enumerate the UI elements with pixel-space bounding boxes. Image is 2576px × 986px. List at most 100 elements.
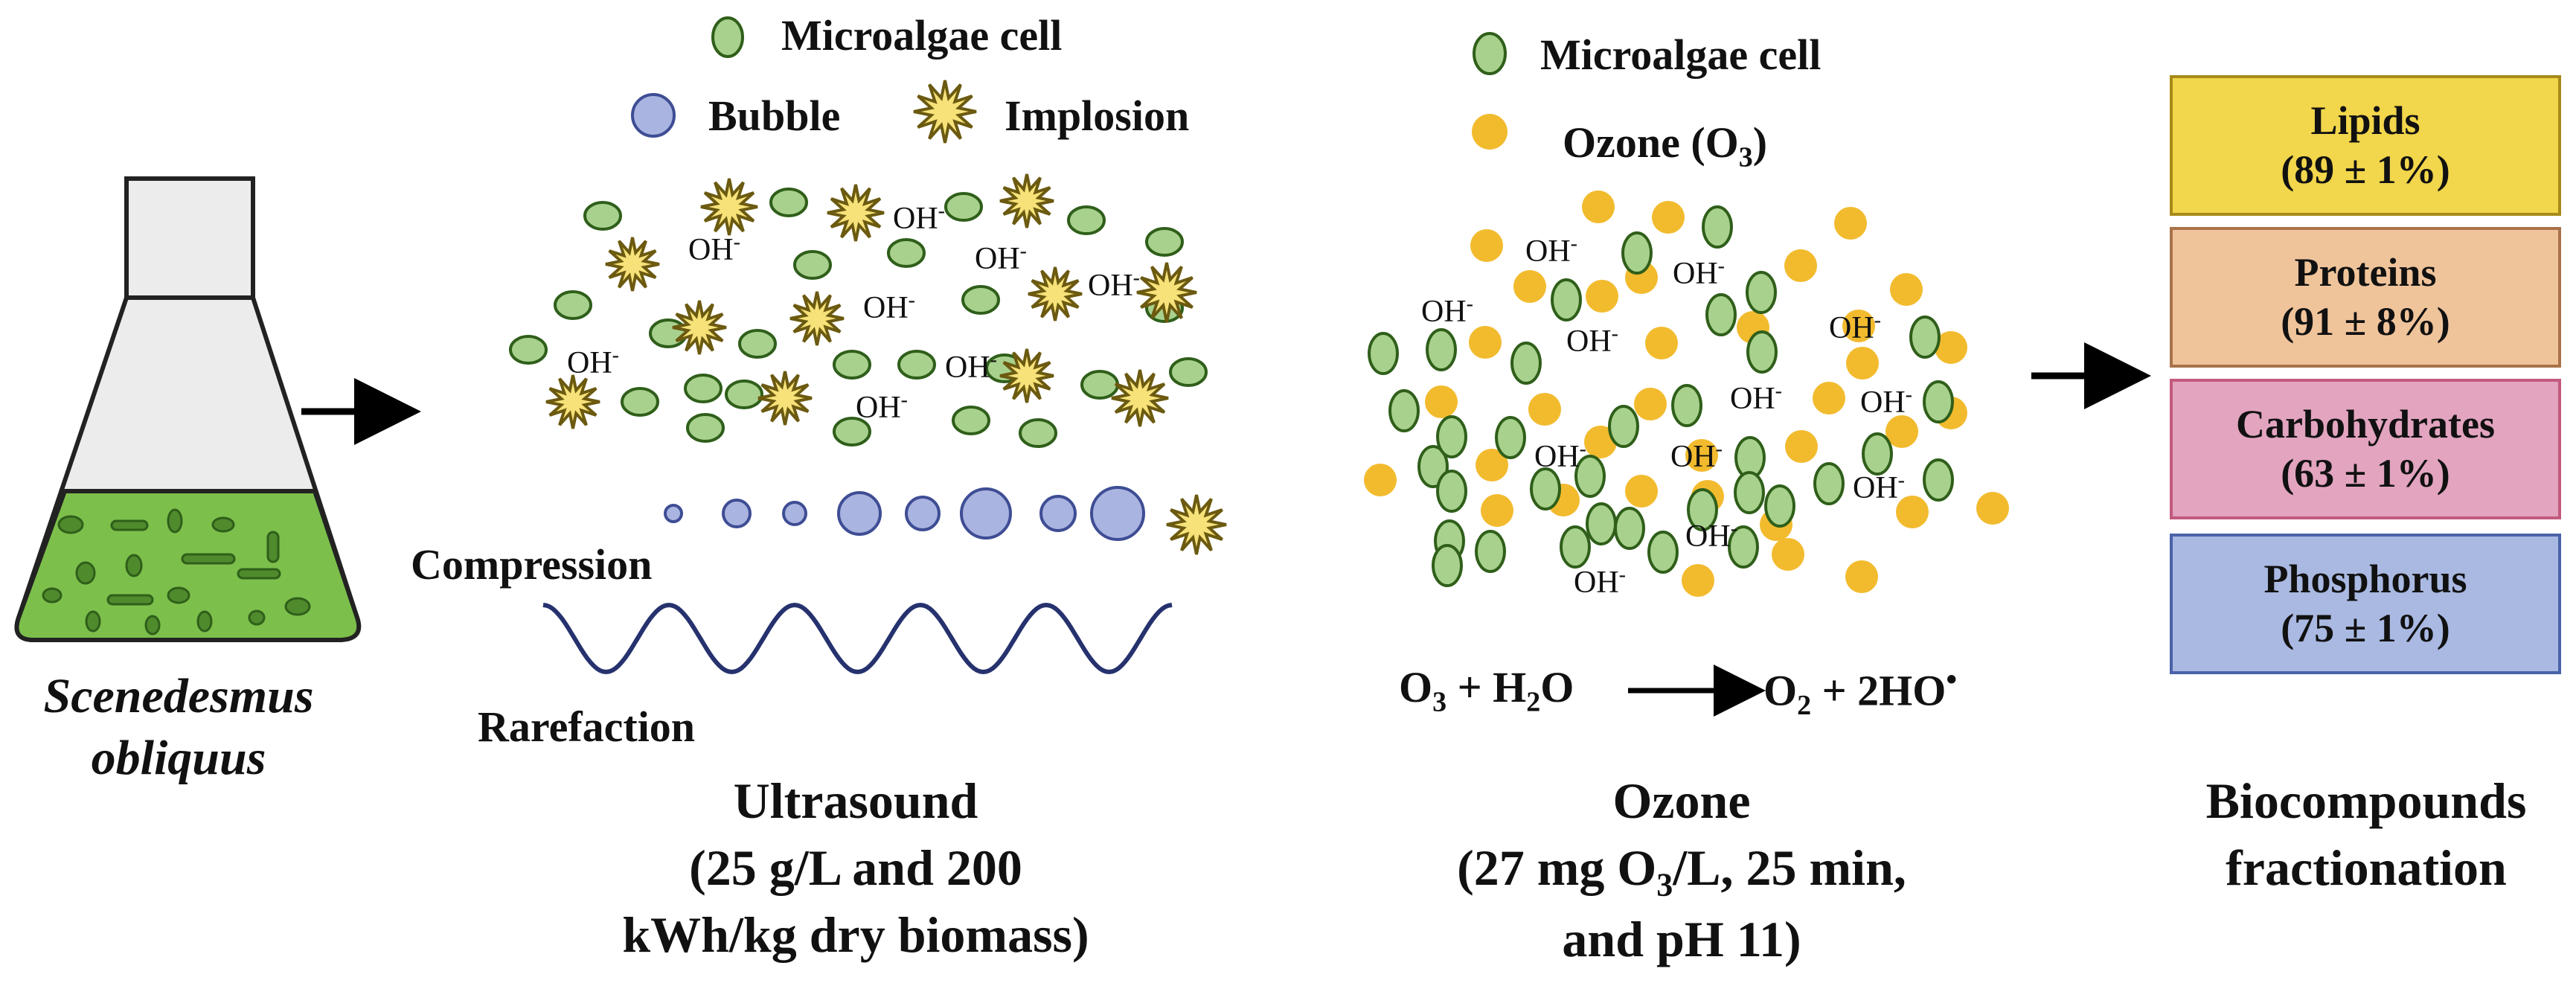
radical-label: OH- (1730, 380, 1782, 416)
microalgae-cell (887, 238, 926, 268)
microalgae-cell (1734, 471, 1765, 514)
implosion-icon (999, 173, 1054, 228)
phosphorus-box (2170, 534, 2561, 674)
microalgae-cell (1705, 293, 1737, 336)
microalgae-cell (833, 350, 871, 380)
microalgae-cell (961, 285, 1000, 315)
rarefaction-label: Rarefaction (478, 702, 696, 751)
microalgae-cell (1510, 342, 1542, 385)
microalgae-cell (1923, 380, 1954, 423)
ozone-molecule (1470, 229, 1503, 262)
microalgae-cell (1909, 316, 1941, 359)
implosion-icon (545, 374, 600, 429)
legend-ozone-label: Ozone (O3) (1563, 118, 1768, 173)
ozone-molecule (1976, 492, 2009, 525)
results-title-1: Biocompounds (2205, 772, 2527, 829)
radical-label: OH- (1673, 254, 1725, 291)
microalgae-cell (1432, 544, 1463, 587)
microalgae-cell (1436, 415, 1467, 458)
ozone-molecule (1685, 439, 1718, 472)
legend-cell-icon-ozone (1473, 32, 1507, 75)
microalgae-cell (1586, 502, 1617, 545)
ozone-molecule (1772, 538, 1804, 571)
compression-label: Compression (411, 540, 653, 589)
microalgae-cell (583, 201, 622, 231)
microalgae-cell (1388, 389, 1420, 432)
ozone-molecules (1364, 191, 2009, 597)
radical-label: OH- (1829, 309, 1881, 345)
implosion-icon (700, 178, 758, 236)
microalgae-cell (1495, 416, 1526, 459)
radical-label: OH- (1685, 517, 1737, 554)
result-value: (91 ± 8%) (2281, 298, 2450, 344)
implosion-icon (1028, 266, 1083, 321)
microalgae-cell (1671, 384, 1702, 427)
flask (14, 176, 362, 642)
radical-label: OH- (1566, 322, 1618, 359)
microalgae-cell (738, 329, 777, 359)
implosion-icon (913, 80, 977, 144)
ozone-molecule (1785, 430, 1818, 463)
ozone-molecule (1845, 560, 1878, 593)
microalgae-cell (509, 335, 548, 365)
microalgae-cell (833, 417, 871, 446)
flask-medium (14, 489, 362, 642)
ozone-molecule (1364, 464, 1397, 496)
microalgae-cell (1764, 484, 1795, 528)
microalgae-cell (1019, 418, 1057, 448)
microalgae-cell (1608, 405, 1639, 448)
ozone-molecule (1625, 475, 1658, 508)
result-value: (63 ± 1%) (2281, 450, 2450, 496)
microalgae-cell (1475, 530, 1506, 573)
ultrasound-implosions (545, 173, 1197, 429)
ozone-molecule (1586, 280, 1618, 313)
legend-cell-icon (711, 16, 744, 58)
microalgae-cell (952, 406, 990, 435)
ozone-molecule (1834, 207, 1867, 240)
ozone-molecule (1634, 388, 1667, 420)
microalgae-cell (1530, 467, 1561, 510)
ozone-caption: Ozone (27 mg O3/L, 25 min, and pH 11) (1377, 768, 1987, 973)
species-line-1: Scenedesmus (43, 669, 314, 723)
microalgae-cell (1746, 271, 1777, 314)
legend-implosion-label: Implosion (1005, 92, 1190, 140)
ozone-molecule (1896, 496, 1929, 528)
microalgae-cell (1746, 330, 1778, 374)
microalgae-cell (1368, 332, 1399, 375)
microalgae-cell (649, 318, 688, 348)
microalgae-cell (1067, 205, 1106, 235)
radical-label: OH- (893, 199, 945, 236)
ozone-molecule (1513, 270, 1546, 303)
microalgae-cell (1169, 357, 1208, 387)
legend-cell-label-ozone: Microalgae cell (1540, 31, 1822, 79)
ozone-molecule (1846, 347, 1879, 380)
implosion-icon (757, 371, 813, 426)
sound-wave (542, 602, 1173, 675)
implosion-icon (1166, 494, 1227, 555)
ozone-conditions-2: and pH 11) (1562, 911, 1801, 968)
legend-implosion-icon (913, 80, 977, 144)
implosion-icon (605, 237, 660, 292)
microalgae-cell (897, 350, 936, 380)
ozone-molecule (1476, 449, 1508, 481)
ozone-molecule (1652, 201, 1685, 234)
radical-label: OH- (856, 388, 908, 425)
ozone-molecule (1469, 326, 1502, 359)
microalgae-cell (725, 380, 763, 409)
ozone-molecule (1425, 385, 1458, 418)
result-carbohydrates: Carbohydrates (63 ± 1%) (2171, 380, 2560, 518)
microalgae-cell (1426, 328, 1457, 371)
ozone-molecule (1481, 494, 1513, 527)
proteins-box (2170, 227, 2561, 368)
legend-ozone-icon (1472, 114, 1508, 150)
ozone-molecule (1528, 393, 1561, 426)
species-line-2: obliquus (91, 730, 266, 785)
radical-label: OH- (1525, 232, 1577, 269)
microalgae-cell (1647, 531, 1679, 574)
microalgae-cell (1862, 432, 1893, 476)
result-name: Proteins (2294, 249, 2437, 295)
results-title: Biocompounds fractionation (2158, 768, 2575, 902)
microalgae-cell (1551, 278, 1582, 321)
bubble-row (664, 486, 1145, 541)
